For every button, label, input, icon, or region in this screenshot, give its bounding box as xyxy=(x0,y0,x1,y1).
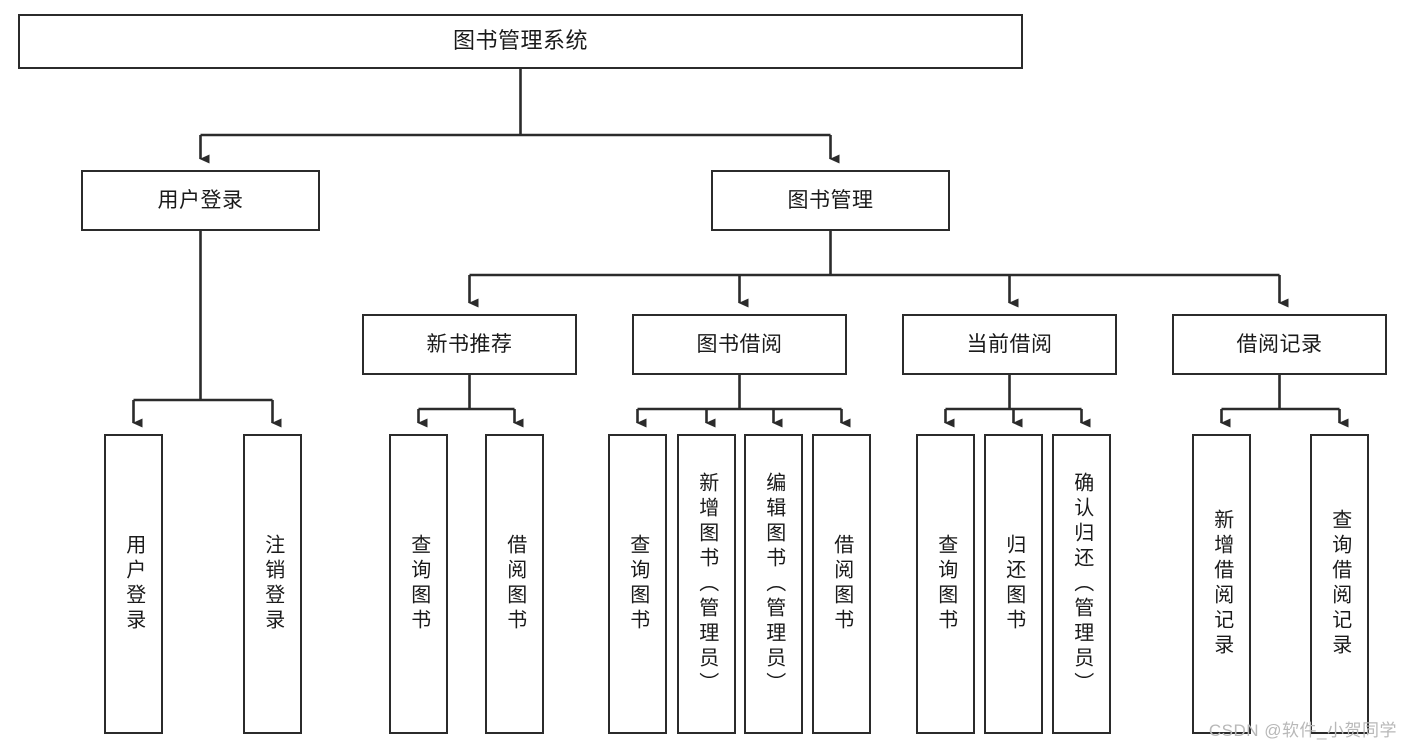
node-label-leaf-query-book-2: 查询图书 xyxy=(626,534,649,634)
node-borrow-record[interactable]: 借阅记录 xyxy=(1172,314,1387,375)
node-label-leaf-add-book: 新增图书（管理员） xyxy=(695,471,718,697)
node-label-leaf-query-book-1: 查询图书 xyxy=(407,534,430,634)
node-label-current-borrow: 当前借阅 xyxy=(966,332,1053,356)
node-label-leaf-query-book-3: 查询图书 xyxy=(934,534,957,634)
node-new-book-recommend[interactable]: 新书推荐 xyxy=(362,314,577,375)
node-leaf-add-book[interactable]: 新增图书（管理员） xyxy=(677,434,736,734)
node-leaf-add-record[interactable]: 新增借阅记录 xyxy=(1192,434,1251,734)
node-label-borrow-record: 借阅记录 xyxy=(1236,332,1323,356)
node-label-leaf-user-login: 用户登录 xyxy=(122,534,145,634)
node-root[interactable]: 图书管理系统 xyxy=(18,14,1023,69)
node-label-leaf-confirm-return: 确认归还（管理员） xyxy=(1070,471,1093,697)
node-leaf-query-book-3[interactable]: 查询图书 xyxy=(916,434,975,734)
node-label-leaf-query-record: 查询借阅记录 xyxy=(1328,509,1351,659)
node-label-leaf-add-record: 新增借阅记录 xyxy=(1210,509,1233,659)
node-leaf-return-book[interactable]: 归还图书 xyxy=(984,434,1043,734)
node-label-leaf-edit-book: 编辑图书（管理员） xyxy=(762,471,785,697)
node-leaf-query-record[interactable]: 查询借阅记录 xyxy=(1310,434,1369,734)
node-label-leaf-return-book: 归还图书 xyxy=(1002,534,1025,634)
node-leaf-edit-book[interactable]: 编辑图书（管理员） xyxy=(744,434,803,734)
node-label-leaf-borrow-book-1: 借阅图书 xyxy=(503,534,526,634)
node-label-leaf-user-logout: 注销登录 xyxy=(261,534,284,634)
node-leaf-query-book-2[interactable]: 查询图书 xyxy=(608,434,667,734)
node-book-manage[interactable]: 图书管理 xyxy=(711,170,950,231)
node-leaf-borrow-book-2[interactable]: 借阅图书 xyxy=(812,434,871,734)
node-label-root: 图书管理系统 xyxy=(452,28,588,54)
node-label-book-manage: 图书管理 xyxy=(787,188,874,212)
node-leaf-borrow-book-1[interactable]: 借阅图书 xyxy=(485,434,544,734)
node-leaf-confirm-return[interactable]: 确认归还（管理员） xyxy=(1052,434,1111,734)
node-book-borrow[interactable]: 图书借阅 xyxy=(632,314,847,375)
node-label-book-borrow: 图书借阅 xyxy=(696,332,783,356)
node-leaf-user-login[interactable]: 用户登录 xyxy=(104,434,163,734)
node-leaf-query-book-1[interactable]: 查询图书 xyxy=(389,434,448,734)
node-current-borrow[interactable]: 当前借阅 xyxy=(902,314,1117,375)
node-label-leaf-borrow-book-2: 借阅图书 xyxy=(830,534,853,634)
node-user-login[interactable]: 用户登录 xyxy=(81,170,320,231)
node-label-new-book-recommend: 新书推荐 xyxy=(426,332,513,356)
node-label-user-login: 用户登录 xyxy=(157,188,244,212)
node-leaf-user-logout[interactable]: 注销登录 xyxy=(243,434,302,734)
